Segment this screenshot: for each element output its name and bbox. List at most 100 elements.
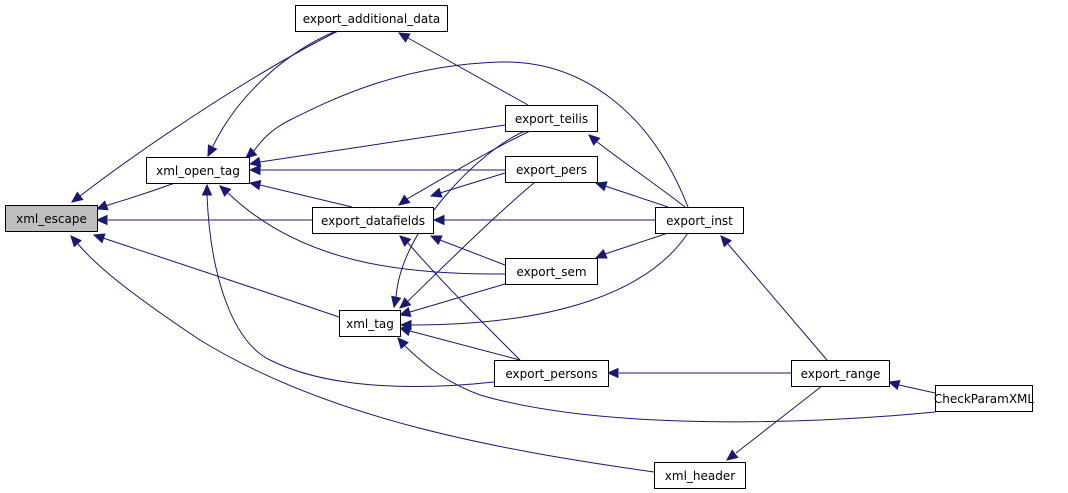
- arrowhead-icon: [201, 183, 213, 196]
- edge-export_inst-to-export_datafields: [432, 214, 655, 226]
- edge-line: [395, 130, 526, 299]
- node-label: xml_open_tag: [156, 164, 240, 178]
- node-label: export_pers: [516, 163, 587, 177]
- arrowhead-icon: [245, 147, 258, 159]
- node-box[interactable]: [791, 360, 890, 387]
- edge-line: [77, 243, 655, 473]
- edge-line: [410, 232, 689, 326]
- edge-export_additional_data-to-xml_escape: [71, 30, 339, 203]
- edge-export_teilis-to-xml_open_tag: [248, 124, 506, 168]
- node-box[interactable]: [494, 360, 609, 387]
- edge-line: [404, 345, 936, 423]
- node-export-teilis[interactable]: export_teilis: [505, 105, 598, 132]
- edge-xml_open_tag-to-xml_escape: [95, 182, 176, 211]
- arrowhead-icon: [720, 235, 732, 248]
- arrowhead-icon: [397, 32, 411, 43]
- edge-line: [259, 184, 353, 208]
- edge-export_teilis-to-xml_tag: [391, 130, 526, 309]
- edge-export_persons-to-xml_open_tag: [201, 183, 495, 387]
- edge-export_teilis-to-export_datafields: [398, 130, 531, 206]
- arrowhead-icon: [248, 179, 262, 191]
- arrowhead-icon: [429, 187, 443, 198]
- arrowhead-icon: [70, 235, 82, 248]
- edge-line: [259, 124, 506, 163]
- node-xml-header[interactable]: xml_header: [654, 462, 746, 489]
- edge-export_sem-to-xml_tag: [398, 283, 506, 318]
- node-export-datafields[interactable]: export_datafields: [312, 207, 434, 234]
- arrowhead-icon: [594, 248, 608, 259]
- node-xml-tag[interactable]: xml_tag: [339, 310, 401, 337]
- edge-line: [439, 239, 506, 266]
- edge-line: [898, 384, 936, 394]
- edge-line: [206, 194, 495, 387]
- arrowhead-icon: [588, 134, 601, 146]
- edge-line: [604, 185, 669, 208]
- node-box[interactable]: [505, 105, 598, 132]
- edge-export_teilis-to-export_additional_data: [397, 32, 529, 106]
- node-label: export_sem: [516, 265, 586, 279]
- node-export-pers[interactable]: export_pers: [505, 156, 598, 183]
- edge-line: [406, 181, 536, 303]
- node-box[interactable]: [146, 157, 250, 184]
- node-box[interactable]: [654, 462, 746, 489]
- node-label: export_additional_data: [303, 12, 441, 26]
- edge-export_datafields-to-xml_open_tag: [248, 179, 353, 208]
- edge-line: [604, 232, 669, 255]
- edge-export_range-to-export_persons: [606, 367, 791, 379]
- node-label: xml_header: [665, 469, 735, 483]
- node-export-range[interactable]: export_range: [791, 360, 890, 387]
- edge-line: [727, 243, 828, 361]
- arrowhead-icon: [207, 144, 218, 158]
- edge-CheckParamXML-to-xml_tag: [397, 337, 936, 423]
- arrowhead-icon: [397, 337, 409, 350]
- node-export-inst[interactable]: export_inst: [655, 207, 744, 234]
- edge-line: [406, 130, 531, 200]
- node-label: export_datafields: [321, 214, 425, 228]
- edge-xml_tag-to-xml_escape: [92, 233, 340, 318]
- node-box[interactable]: [5, 205, 98, 232]
- node-label: xml_tag: [346, 317, 394, 331]
- arrowhead-icon: [92, 233, 106, 244]
- node-checkparamxml[interactable]: CheckParamXML: [934, 385, 1035, 412]
- arrowhead-icon: [398, 306, 412, 318]
- node-xml-open-tag[interactable]: xml_open_tag: [146, 157, 250, 184]
- node-xml-escape[interactable]: xml_escape: [5, 205, 98, 232]
- edge-export_pers-to-xml_tag: [399, 181, 536, 309]
- node-box[interactable]: [655, 207, 744, 234]
- edge-CheckParamXML-to-export_range: [887, 379, 936, 394]
- arrowhead-icon: [71, 191, 84, 203]
- edge-export_inst-to-export_sem: [594, 232, 669, 259]
- arrowhead-icon: [95, 214, 108, 226]
- node-export-persons[interactable]: export_persons: [494, 360, 609, 387]
- arrowhead-icon: [248, 164, 261, 176]
- node-box[interactable]: [339, 310, 401, 337]
- arrowhead-icon: [398, 194, 411, 206]
- arrowhead-icon: [606, 367, 619, 379]
- edge-line: [439, 172, 506, 194]
- node-export-sem[interactable]: export_sem: [505, 258, 598, 285]
- node-box[interactable]: [505, 258, 598, 285]
- edge-line: [102, 237, 340, 318]
- node-label: xml_escape: [16, 212, 87, 226]
- edge-line: [227, 192, 506, 275]
- edge-export_inst-to-xml_open_tag: [245, 61, 689, 208]
- edge-export_pers-to-export_datafields: [429, 172, 506, 198]
- edge-line: [79, 30, 339, 197]
- arrowhead-icon: [429, 235, 443, 246]
- edge-xml_header-to-xml_escape: [70, 235, 655, 473]
- arrowhead-icon: [432, 214, 445, 226]
- edge-line: [595, 140, 686, 208]
- edge-export_sem-to-xml_open_tag: [219, 185, 506, 275]
- arrowhead-icon: [594, 181, 608, 192]
- node-box[interactable]: [312, 207, 434, 234]
- edge-export_sem-to-export_datafields: [429, 235, 506, 266]
- arrowhead-icon: [219, 185, 232, 197]
- node-export-additional-data[interactable]: export_additional_data: [295, 5, 448, 32]
- arrowhead-icon: [95, 200, 109, 211]
- node-box[interactable]: [505, 156, 598, 183]
- node-box[interactable]: [295, 5, 448, 32]
- edge-line: [252, 61, 689, 208]
- node-box[interactable]: [935, 385, 1033, 412]
- arrowhead-icon: [398, 325, 412, 337]
